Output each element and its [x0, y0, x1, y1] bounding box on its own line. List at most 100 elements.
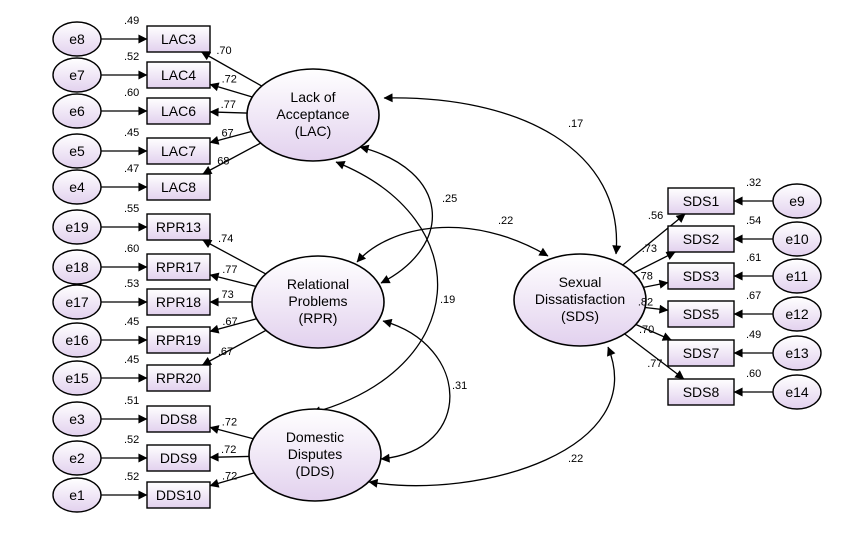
indicator-label: LAC8 [161, 179, 196, 195]
indicator-box [146, 288, 211, 316]
covariance-path [380, 318, 451, 463]
latent-label: Disputes [288, 446, 342, 462]
indicator-label: RPR17 [156, 259, 201, 275]
error-label: e12 [785, 306, 809, 322]
loading-path [209, 472, 255, 488]
error-label: e2 [69, 450, 85, 466]
loading-path [622, 213, 686, 266]
r-squared-label: .45 [124, 316, 139, 328]
loading-label: .77 [647, 358, 662, 370]
loading-path [209, 452, 250, 462]
error-term [52, 322, 102, 358]
loading-label: .70 [639, 324, 654, 336]
r-squared-label: .47 [124, 163, 139, 175]
covariance-label: .19 [440, 294, 455, 306]
indicator-label: RPR20 [156, 370, 201, 386]
error-term [772, 258, 822, 294]
indicator-box [667, 262, 735, 290]
error-label: e6 [69, 103, 85, 119]
latent-label: (SDS) [561, 308, 599, 324]
latent-label: Relational [287, 276, 349, 292]
error-label: e16 [65, 332, 89, 348]
error-term [52, 209, 102, 245]
covariance-path [311, 161, 439, 416]
r-squared-label: .53 [124, 278, 139, 290]
error-label: e4 [69, 179, 85, 195]
covariance-label: .17 [568, 118, 583, 130]
indicator-box [146, 173, 211, 201]
latent-ellipse [248, 408, 382, 502]
latent-ellipse [513, 253, 647, 347]
loading-path [209, 425, 254, 440]
loading-path [209, 272, 257, 288]
error-term [772, 221, 822, 257]
indicator-box [146, 364, 211, 392]
indicator-label: RPR18 [156, 294, 201, 310]
loading-path [202, 239, 267, 275]
r-squared-label: .67 [746, 290, 761, 302]
error-label: e3 [69, 411, 85, 427]
loading-path [202, 142, 261, 175]
loading-label: .78 [638, 270, 653, 282]
covariance-path [356, 226, 549, 263]
indicator-label: LAC3 [161, 31, 196, 47]
indicator-label: DDS9 [160, 450, 198, 466]
error-term [52, 21, 102, 57]
latent-label: Problems [288, 293, 347, 309]
r-squared-label: .49 [746, 329, 761, 341]
indicator-box [146, 61, 211, 89]
loading-path [209, 318, 257, 334]
indicator-label: SDS1 [683, 193, 720, 209]
error-term [52, 133, 102, 169]
latent-ellipse [246, 68, 380, 162]
error-label: e15 [65, 370, 89, 386]
error-label: e14 [785, 384, 809, 400]
error-term [52, 360, 102, 396]
latent-ellipse [251, 255, 385, 349]
error-label: e13 [785, 345, 809, 361]
indicator-box [667, 378, 735, 406]
indicator-box [146, 137, 211, 165]
indicator-box [667, 187, 735, 215]
indicator-box [146, 405, 211, 433]
loading-label: 67 [221, 128, 233, 140]
error-term [772, 296, 822, 332]
error-label: e18 [65, 259, 89, 275]
covariance-path [383, 93, 622, 255]
indicator-label: RPR19 [156, 332, 201, 348]
error-label: e17 [65, 294, 89, 310]
error-term [52, 284, 102, 320]
indicator-box [146, 213, 211, 241]
labels-layer: LAC3e8.49.70LAC4e7.52.72LAC6e6.60.77LAC7… [65, 15, 809, 503]
loading-label: .77 [222, 264, 237, 276]
r-squared-label: .45 [124, 127, 139, 139]
error-label: e8 [69, 31, 85, 47]
indicator-box [146, 253, 211, 281]
indicator-label: DDS10 [156, 487, 201, 503]
r-squared-label: .52 [124, 51, 139, 63]
loading-path [201, 51, 263, 87]
indicator-box [146, 97, 211, 125]
r-squared-label: .54 [746, 215, 761, 227]
indicator-box [146, 326, 211, 354]
loading-path [624, 333, 685, 380]
r-squared-label: .32 [746, 177, 761, 189]
r-squared-label: .60 [124, 243, 139, 255]
indicator-label: SDS3 [683, 268, 720, 284]
error-term [52, 477, 102, 513]
loading-label: .56 [648, 210, 663, 222]
covariance-path [359, 144, 433, 284]
error-term [52, 249, 102, 285]
loading-label: .72 [222, 470, 237, 482]
indicator-label: LAC4 [161, 67, 196, 83]
r-squared-label: .51 [124, 395, 139, 407]
loading-path [635, 323, 672, 341]
loading-label: .73 [642, 243, 657, 255]
error-term [52, 57, 102, 93]
indicator-label: SDS8 [683, 384, 720, 400]
error-term [772, 374, 822, 410]
loading-path [633, 251, 676, 274]
r-squared-label: .55 [124, 203, 139, 215]
loading-label: .70 [216, 45, 231, 57]
